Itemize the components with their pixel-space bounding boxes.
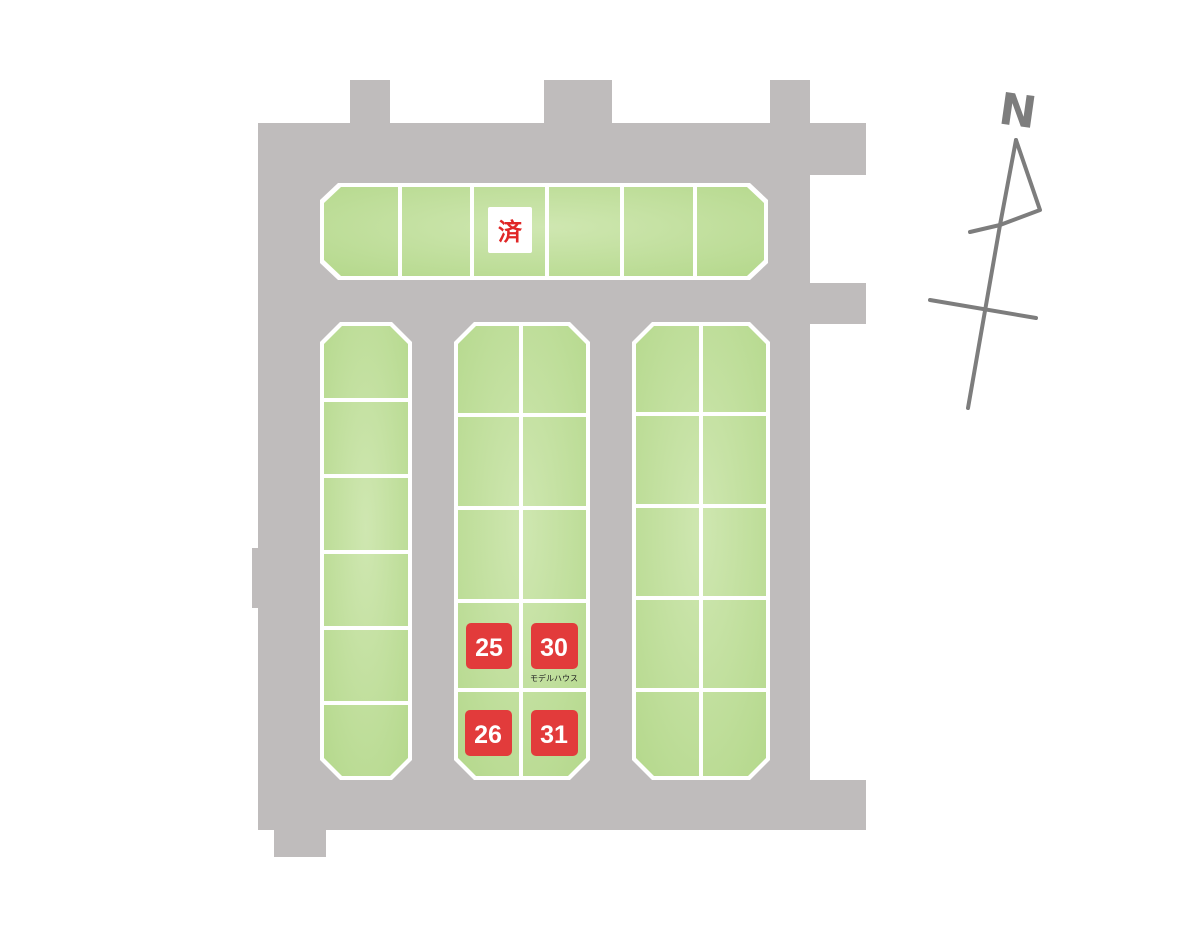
lot-badge-bg (531, 623, 578, 669)
road-stub-north-2 (544, 80, 612, 130)
block-right-column (632, 322, 770, 780)
compass-arrow-inner (998, 138, 1018, 227)
sold-marker-text: 済 (498, 218, 523, 246)
lot-badge-26[interactable]: 26 (465, 710, 512, 756)
block-fill (324, 187, 764, 276)
lot-badge-25[interactable]: 25 (466, 623, 512, 669)
road-stub-north-1 (350, 80, 390, 130)
road-bulge-west (252, 548, 282, 608)
east-open-area-2 (810, 324, 870, 780)
block-top-row: 済 (320, 183, 768, 280)
compass-crossbar (928, 298, 1038, 320)
compass-arrowhead (968, 138, 1042, 234)
road-stub-south (274, 820, 326, 857)
lot-number: 25 (475, 634, 503, 662)
lot-number: 30 (540, 634, 568, 662)
lot-number: 31 (540, 721, 568, 749)
lot-dividers (322, 398, 410, 705)
lot-dividers (456, 324, 588, 778)
north-arrow-icon: N (928, 84, 1042, 410)
model-house-caption: モデルハウス (530, 673, 578, 683)
compass-shaft (966, 223, 1002, 410)
lot-badge-bg (466, 623, 512, 669)
compass-letter: N (996, 84, 1040, 140)
lot-blocks: 済 (320, 183, 770, 780)
east-open-area-1 (810, 175, 870, 283)
block-left-column (320, 322, 412, 780)
lot-badge-bg (531, 710, 578, 756)
road-stub-north-3 (770, 80, 810, 130)
lot-dividers (634, 324, 768, 778)
lot-badge-31[interactable]: 31 (531, 710, 578, 756)
sold-marker: 済 (488, 207, 532, 253)
sold-marker-bg (488, 207, 532, 253)
lot-dividers (398, 185, 697, 278)
lot-badge-bg (465, 710, 512, 756)
lot-badge-30[interactable]: 30 (531, 623, 578, 669)
highlighted-lot-badges: 25 30 モデルハウス 26 31 (465, 623, 578, 756)
lot-number: 26 (474, 721, 502, 749)
